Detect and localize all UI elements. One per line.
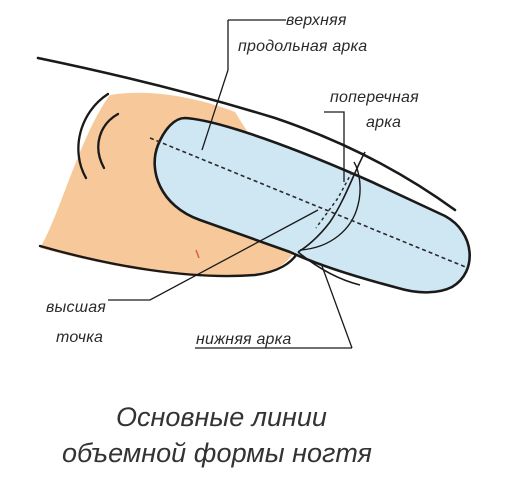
cross-arch-line (297, 151, 366, 253)
finger-bottom-outline (38, 244, 300, 278)
nail-plate (153, 116, 471, 294)
finger-crease-1 (77, 92, 110, 180)
nail (149, 116, 471, 294)
lower-arch-line (297, 251, 361, 286)
longitudinal-dashed-line (149, 137, 469, 269)
label-cross-arch-line1: поперечная (330, 89, 419, 106)
caption-line1: Основные линии (116, 402, 327, 432)
finger-mark (195, 249, 200, 259)
labels: верхняя продольная арка поперечная арка … (46, 12, 419, 348)
leader-lines (108, 19, 353, 349)
label-cross-arch-line2: арка (366, 114, 401, 131)
leader-top-arch (201, 20, 229, 151)
finger-top-outline (36, 56, 457, 212)
label-top-arch-line1: верхняя (286, 12, 347, 29)
leader-cross-arch (324, 111, 345, 182)
finger-crease-2 (97, 112, 120, 170)
caption-line2: объемной формы ногтя (62, 438, 372, 468)
leader-lower-arch (321, 265, 353, 349)
label-top-arch-line2: продольная арка (238, 38, 367, 55)
transverse-dashed-line (315, 171, 353, 229)
leader-high-point (108, 209, 319, 301)
label-high-point-line1: высшая (46, 299, 106, 316)
caption: Основные линии объемной формы ногтя (62, 402, 372, 468)
label-lower-arch: нижняя арка (196, 331, 292, 348)
label-high-point-line2: точка (56, 329, 103, 346)
cross-arch-curve (299, 161, 361, 251)
